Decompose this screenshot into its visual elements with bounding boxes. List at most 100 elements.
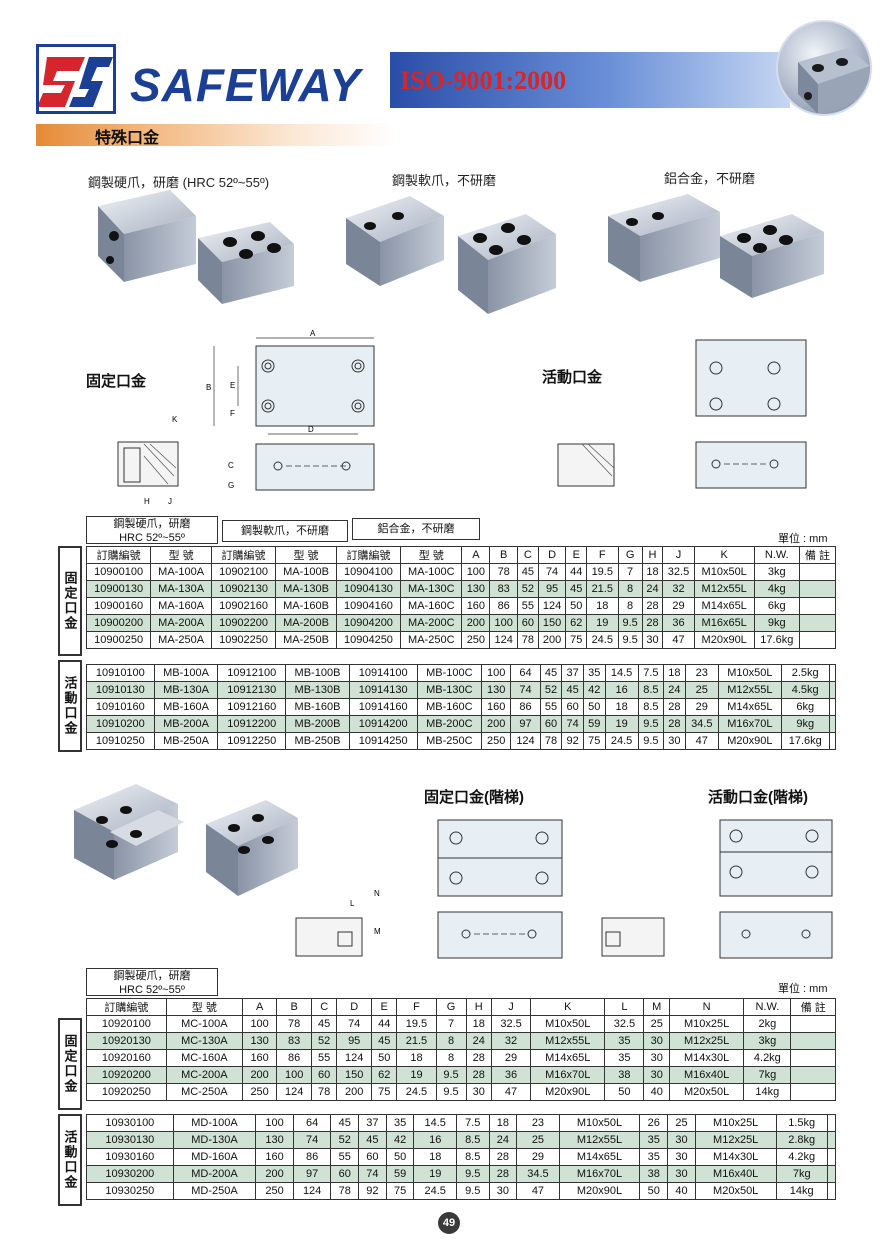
table-cell: MA-160C bbox=[400, 597, 463, 615]
column-header: D bbox=[537, 546, 567, 564]
table-cell: 30 bbox=[643, 1049, 670, 1067]
table-cell: 30 bbox=[667, 1131, 696, 1149]
table-cell: 10930130 bbox=[86, 1131, 174, 1149]
table-cell: 10914200 bbox=[348, 715, 418, 733]
table-cell bbox=[828, 698, 837, 716]
table-cell: 9.5 bbox=[617, 631, 643, 649]
table-cell: 7 bbox=[435, 1015, 467, 1033]
table-cell bbox=[826, 1114, 837, 1132]
table-cell: 8 bbox=[435, 1032, 467, 1050]
dim-c: C bbox=[228, 461, 234, 470]
column-header: 型 號 bbox=[150, 546, 212, 564]
table-cell: 24 bbox=[663, 681, 686, 699]
table-cell: 60 bbox=[561, 698, 584, 716]
table-cell: 3kg bbox=[753, 563, 800, 581]
table-cell: M10x50L bbox=[530, 1015, 606, 1033]
table-cell: M16x65L bbox=[693, 614, 755, 632]
table-cell: 8.5 bbox=[455, 1131, 490, 1149]
table-cell: 10900130 bbox=[85, 580, 152, 598]
table-cell: 50 bbox=[385, 1148, 415, 1166]
table-cell: 78 bbox=[310, 1083, 338, 1101]
table-cell: 23 bbox=[684, 664, 719, 682]
column-header: 型 號 bbox=[400, 546, 463, 564]
table-cell: 28 bbox=[488, 1165, 518, 1183]
table-cell: 250 bbox=[481, 732, 512, 750]
page-title: 特殊口金 bbox=[95, 130, 160, 147]
column-header: G bbox=[435, 998, 467, 1016]
table-cell: MB-100B bbox=[285, 664, 350, 682]
table-cell: 200 bbox=[537, 631, 567, 649]
table-cell: 9.5 bbox=[637, 732, 665, 750]
table-cell: 21.5 bbox=[396, 1032, 437, 1050]
table-cell: MA-100B bbox=[275, 563, 337, 581]
table-cell: 124 bbox=[489, 631, 519, 649]
table-cell: 9.5 bbox=[435, 1066, 467, 1084]
table-cell: 200 bbox=[255, 1165, 294, 1183]
table-cell: 2.5kg bbox=[780, 664, 830, 682]
column-header: K bbox=[530, 998, 606, 1016]
section-fixed-2: 固定口金 bbox=[58, 1018, 82, 1110]
dim-m: M bbox=[374, 927, 381, 936]
corner-product-photo bbox=[776, 20, 872, 116]
table-cell: MB-130C bbox=[416, 681, 483, 699]
table-cell: 40 bbox=[643, 1083, 670, 1101]
table-cell bbox=[826, 1148, 837, 1166]
table-cell: MA-200C bbox=[400, 614, 463, 632]
table-cell: M10x25L bbox=[668, 1015, 745, 1033]
table-cell: 30 bbox=[643, 1032, 670, 1050]
table-cell: 86 bbox=[276, 1049, 312, 1067]
table-cell: 8 bbox=[435, 1049, 467, 1067]
table-cell: 10914160 bbox=[348, 698, 418, 716]
table-cell: M14x65L bbox=[693, 597, 755, 615]
table-cell: MC-250A bbox=[165, 1083, 243, 1101]
fixed-jaw-label: 固定口金 bbox=[86, 373, 147, 390]
table-cell: MC-160A bbox=[165, 1049, 243, 1067]
table-cell: 10902100 bbox=[210, 563, 277, 581]
table-cell: MD-250A bbox=[172, 1182, 257, 1200]
table-cell: 10902130 bbox=[210, 580, 277, 598]
table-cell: 74 bbox=[510, 681, 541, 699]
table-cell bbox=[798, 597, 837, 615]
table-cell: M20x90L bbox=[558, 1182, 641, 1200]
table-cell: 35 bbox=[639, 1148, 669, 1166]
table-cell: 75 bbox=[385, 1182, 415, 1200]
table-cell: 47 bbox=[662, 631, 695, 649]
table-cell: 25 bbox=[684, 681, 719, 699]
dim-f: F bbox=[230, 409, 235, 418]
table-cell: 24 bbox=[641, 580, 664, 598]
column-header: 備 註 bbox=[798, 546, 837, 564]
table-cell: M12x25L bbox=[668, 1032, 745, 1050]
table-cell: 36 bbox=[491, 1066, 532, 1084]
unit-label-2: 單位 : mm bbox=[778, 983, 828, 995]
table-cell: 4kg bbox=[753, 580, 800, 598]
table-cell: 4.5kg bbox=[780, 681, 830, 699]
column-header: A bbox=[241, 998, 278, 1016]
table-cell: 52 bbox=[310, 1032, 338, 1050]
table-cell: 10914250 bbox=[348, 732, 418, 750]
table-cell: 78 bbox=[489, 563, 519, 581]
table-cell: M14x30L bbox=[668, 1049, 745, 1067]
table-cell: 10910100 bbox=[86, 664, 155, 682]
column-header: N bbox=[668, 998, 745, 1016]
column-header: N.W. bbox=[753, 546, 800, 564]
column-header: J bbox=[491, 998, 532, 1016]
column-header: 訂購編號 bbox=[85, 546, 152, 564]
table-cell bbox=[798, 614, 837, 632]
column-header: 訂購編號 bbox=[86, 998, 167, 1016]
table-cell: 24.5 bbox=[586, 631, 619, 649]
dim-d: D bbox=[308, 425, 314, 434]
column-header: H bbox=[465, 998, 493, 1016]
table-cell: 28 bbox=[663, 698, 686, 716]
table-cell: 45 bbox=[310, 1015, 338, 1033]
table-cell: MC-200A bbox=[165, 1066, 243, 1084]
table-cell: 9kg bbox=[753, 614, 800, 632]
table-cell: 10902250 bbox=[210, 631, 277, 649]
table-cell: 160 bbox=[481, 698, 512, 716]
table-cell: 10930100 bbox=[86, 1114, 174, 1132]
table-cell: 95 bbox=[537, 580, 567, 598]
